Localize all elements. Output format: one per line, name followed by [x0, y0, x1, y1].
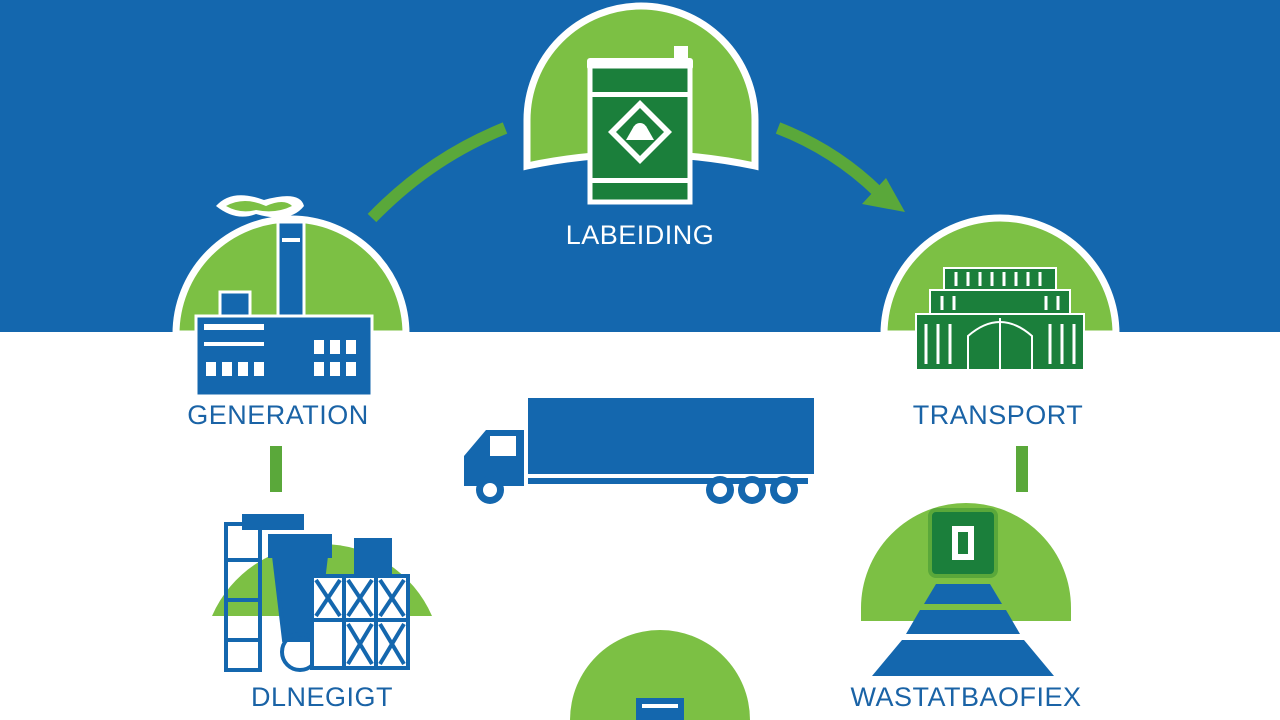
labeling-stage	[523, 2, 759, 205]
label-labeling: LABEIDING	[565, 220, 715, 250]
storage-building-icon	[915, 267, 1085, 371]
factory-icon	[194, 195, 374, 398]
arrow-labeling-to-transport	[775, 122, 883, 197]
container-icon	[636, 698, 684, 720]
treatment-plant-icon	[224, 514, 410, 672]
label-generation: GENERATION	[187, 400, 369, 430]
generation-stage	[172, 195, 410, 398]
bottom-dome	[570, 630, 750, 720]
truck-icon	[464, 398, 814, 504]
bottom-stage	[570, 630, 750, 720]
transport-stage	[880, 214, 1120, 371]
label-treatment: DLNEGIGT	[250, 682, 394, 712]
landfill-icon	[872, 508, 1054, 676]
arrow-generation-to-labeling	[367, 122, 508, 223]
cycle-arrows	[270, 122, 1028, 492]
disposal-stage	[855, 497, 1077, 676]
truck-trailer	[528, 398, 814, 474]
label-transport: TRANSPORT	[912, 400, 1084, 430]
waste-drum-icon	[587, 46, 693, 205]
label-disposal: WASTATBAOFIEX	[850, 682, 1082, 712]
treatment-stage	[212, 514, 432, 672]
arrow-head-transport	[862, 178, 905, 212]
